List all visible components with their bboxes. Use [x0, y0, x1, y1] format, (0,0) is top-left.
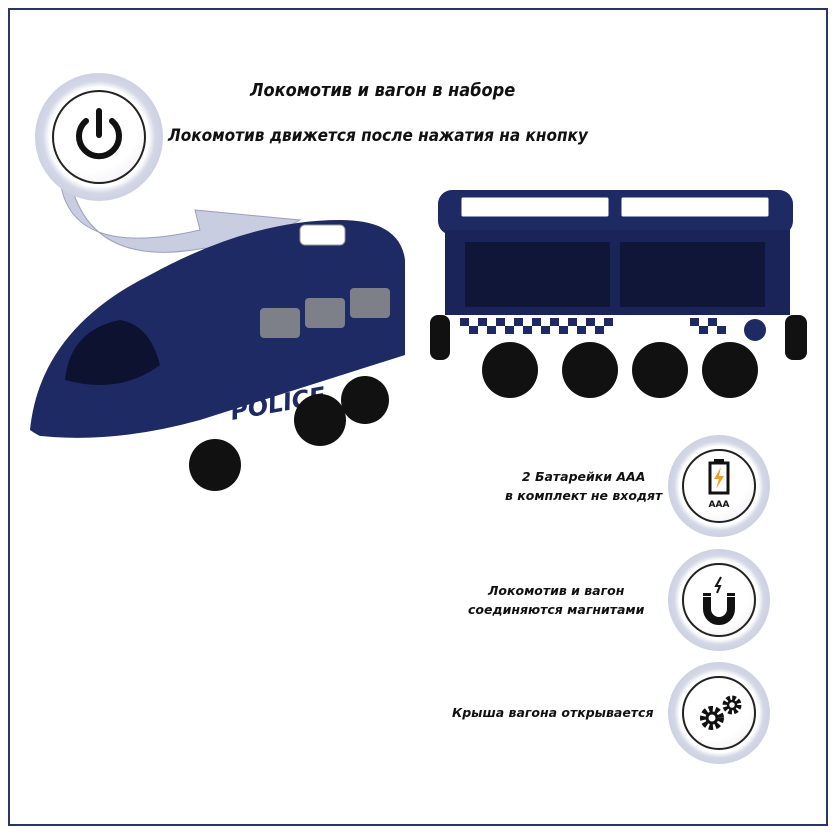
power-icon: [76, 108, 122, 160]
feature-line: Крыша вагона открывается: [452, 705, 654, 720]
feature-line: соединяются магнитами: [468, 602, 645, 617]
feature-magnet-text: Локомотив и вагон соединяются магнитами: [468, 581, 644, 619]
locomotive: POLICE: [30, 220, 405, 491]
page-frame: [8, 8, 828, 826]
gears-badge-inner: [682, 676, 756, 750]
train-illustration: POLICE: [30, 190, 807, 491]
feature-roof-text: Крыша вагона открывается: [452, 703, 654, 722]
headline: Локомотив и вагон в наборе: [250, 80, 516, 101]
feature-batteries-text: 2 Батарейки ААА в комплект не входят: [505, 467, 662, 505]
battery-icon: AAA: [708, 459, 730, 510]
feature-line: 2 Батарейки ААА: [521, 469, 646, 484]
battery-label: AAA: [709, 500, 730, 510]
feature-line: в комплект не входят: [505, 488, 663, 503]
subheadline: Локомотив движется после нажатия на кноп…: [168, 126, 588, 146]
feature-line: Локомотив и вагон: [488, 583, 625, 598]
wagon: [430, 190, 807, 398]
magnet-icon: [703, 576, 735, 625]
power-button[interactable]: [299, 224, 346, 246]
gears-icon: [700, 695, 742, 730]
